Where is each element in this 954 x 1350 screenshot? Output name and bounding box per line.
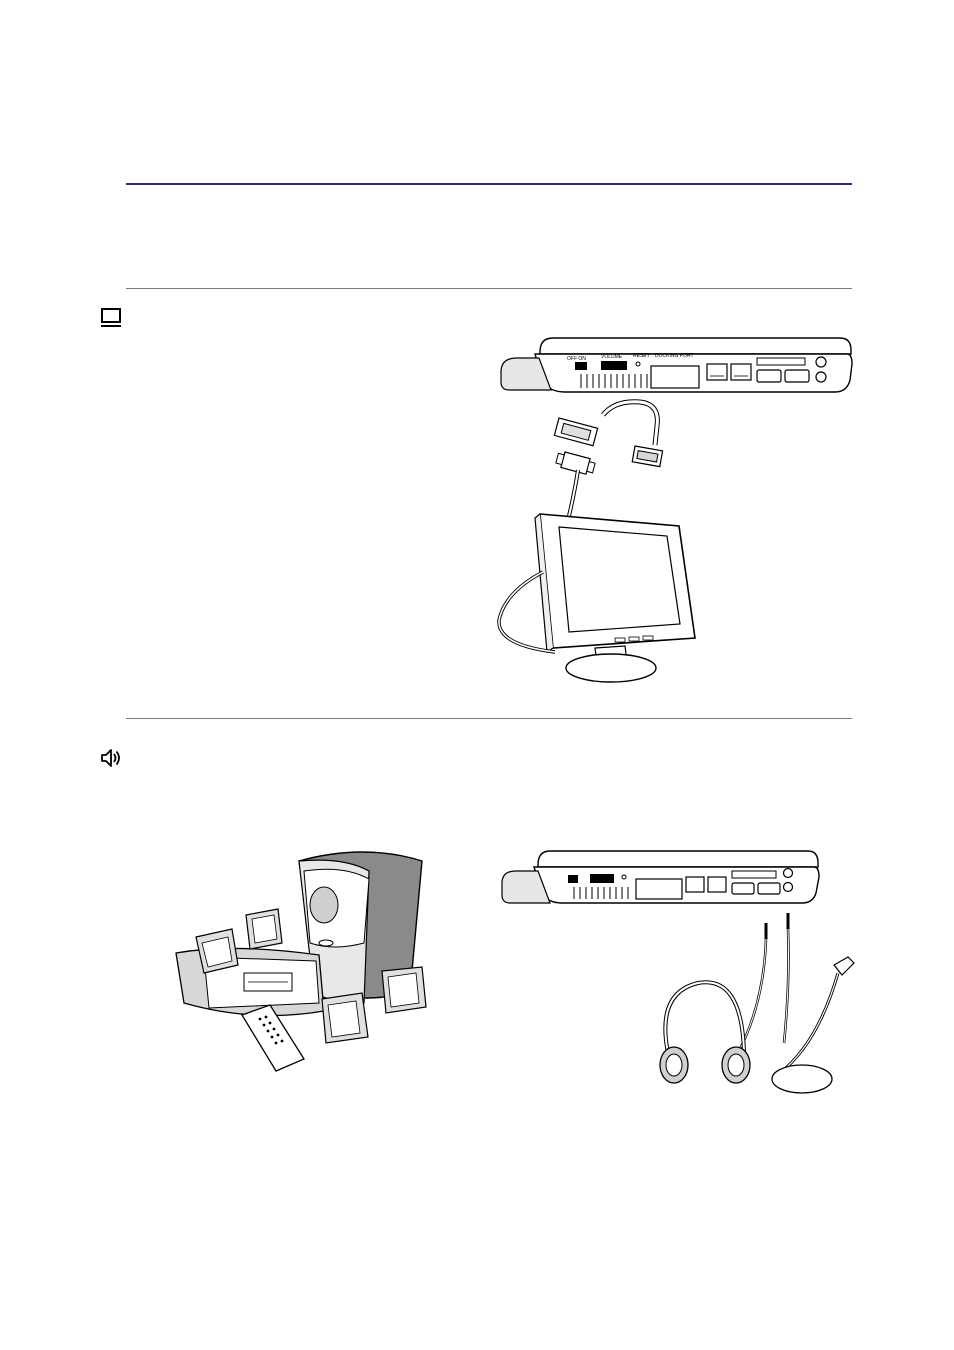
- section-divider-2: [126, 718, 852, 719]
- power-switch-label: OFF ON: [567, 356, 586, 362]
- external-display-illustration: OFF ON VOLUME RESET DOCKING PORT: [495, 330, 860, 690]
- headphone-microphone-illustration: [498, 843, 863, 1098]
- header-rule: [126, 183, 852, 185]
- section-divider-1: [126, 288, 852, 289]
- monitor-icon: [100, 306, 124, 330]
- speaker-system-illustration: [164, 843, 439, 1078]
- docking-port-label: DOCKING PORT: [655, 353, 694, 359]
- volume-label: VOLUME: [601, 354, 623, 360]
- speaker-icon: [100, 746, 124, 770]
- reset-label: RESET: [633, 353, 650, 359]
